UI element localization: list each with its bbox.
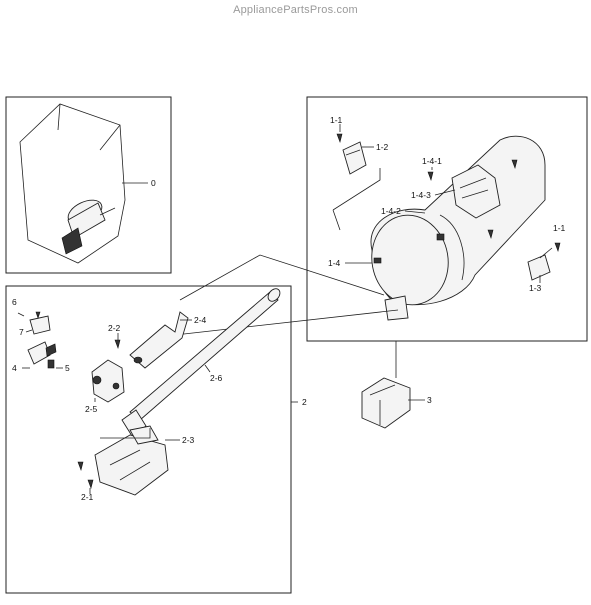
label-1-1b: 1-1 bbox=[553, 223, 566, 233]
connector-line-a bbox=[179, 254, 385, 301]
label-5: 5 bbox=[65, 363, 70, 373]
label-2: 2 bbox=[302, 397, 307, 407]
label-2-4: 2-4 bbox=[194, 315, 207, 325]
dryer-cabinet-outline bbox=[19, 103, 126, 264]
leader-7 bbox=[25, 329, 33, 333]
heater-housing-box bbox=[306, 96, 588, 342]
label-1-4-3: 1-4-3 bbox=[411, 190, 431, 200]
leader-6 bbox=[17, 312, 25, 317]
connector-4 bbox=[27, 341, 57, 365]
valve-2-4 bbox=[129, 311, 189, 369]
label-1-1a: 1-1 bbox=[330, 115, 343, 125]
callout-lines-1 bbox=[332, 168, 381, 231]
clip-5 bbox=[47, 359, 55, 369]
label-1-4: 1-4 bbox=[328, 258, 341, 268]
heater-housing-1-4 bbox=[370, 135, 546, 321]
overview-burner-assembly bbox=[61, 199, 116, 255]
label-6: 6 bbox=[12, 297, 17, 307]
overview-box bbox=[5, 96, 172, 274]
label-2-5: 2-5 bbox=[85, 404, 98, 414]
label-4: 4 bbox=[12, 363, 17, 373]
leader-2-6 bbox=[204, 364, 211, 373]
label-2-6: 2-6 bbox=[210, 373, 223, 383]
connector-line-b bbox=[174, 309, 399, 336]
screw-2-2 bbox=[114, 339, 121, 350]
bracket-3 bbox=[361, 377, 411, 429]
label-1-4-2: 1-4-2 bbox=[381, 206, 401, 216]
bracket-2-3 bbox=[94, 425, 169, 496]
label-7: 7 bbox=[19, 327, 24, 337]
igniter-2-5 bbox=[91, 359, 125, 403]
callout-2-3 bbox=[100, 428, 151, 439]
label-0: 0 bbox=[151, 178, 156, 188]
label-2-3: 2-3 bbox=[182, 435, 195, 445]
label-2-1: 2-1 bbox=[81, 492, 94, 502]
bracket-1-2 bbox=[342, 141, 367, 175]
screw-icons bbox=[336, 133, 561, 253]
label-1-4-1: 1-4-1 bbox=[422, 156, 442, 166]
burner-assembly-box bbox=[5, 285, 292, 594]
combustion-cover-1-4-3 bbox=[451, 164, 501, 219]
sensor-1-3 bbox=[527, 247, 553, 281]
label-2-2: 2-2 bbox=[108, 323, 121, 333]
label-3: 3 bbox=[427, 395, 432, 405]
bracket-7 bbox=[29, 311, 51, 335]
label-1-2: 1-2 bbox=[376, 142, 389, 152]
leader-1-4-3 bbox=[434, 189, 456, 196]
label-1-3: 1-3 bbox=[529, 283, 542, 293]
screws-2-1 bbox=[77, 461, 94, 490]
leader-1-4-2 bbox=[404, 210, 426, 214]
watermark: AppliancePartsPros.com bbox=[233, 4, 358, 16]
